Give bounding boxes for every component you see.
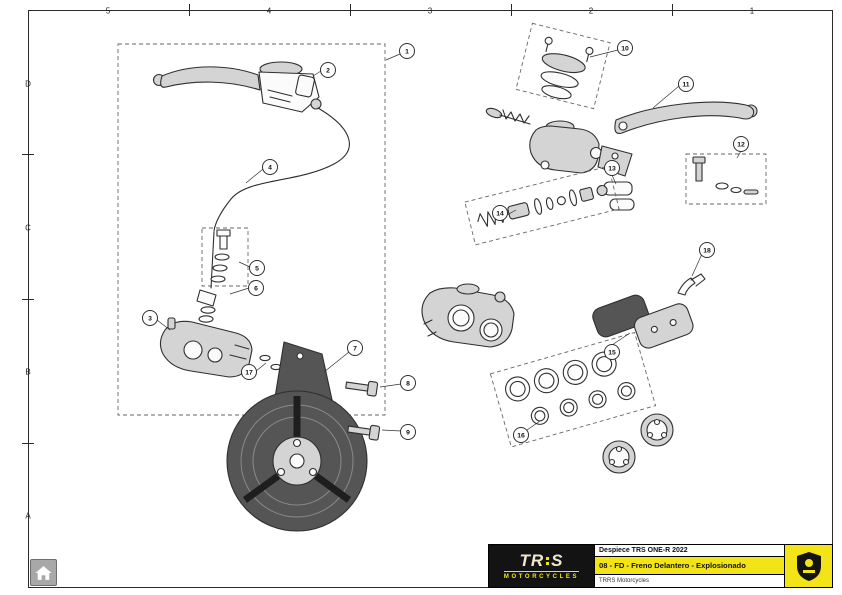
caliper-pistons — [602, 413, 674, 474]
frame-tick — [189, 4, 190, 16]
frame-tick — [22, 443, 34, 444]
svg-text:11: 11 — [682, 82, 689, 89]
doc-footer: TRRS Motorcycles — [599, 577, 650, 584]
logo-subtitle: MOTORCYCLES — [503, 571, 580, 580]
grid-label-col-1: 1 — [749, 6, 755, 16]
callout-balloon-1: 1 — [399, 43, 415, 59]
callout-balloon-18: 18 — [699, 242, 715, 258]
brand-emblem — [784, 545, 832, 587]
grid-label-col-5: 5 — [105, 6, 111, 16]
callout-balloon-13: 13 — [604, 160, 620, 176]
svg-text:5: 5 — [255, 266, 259, 273]
pushrod — [485, 107, 531, 125]
doc-title: Despiece TRS ONE-R 2022 — [595, 545, 784, 558]
home-button[interactable] — [30, 559, 57, 586]
guard-bolt-upper — [345, 380, 379, 397]
callout-balloon-12: 12 — [733, 136, 749, 152]
disc-guard — [226, 341, 368, 532]
grid-label-row-a: A — [25, 511, 31, 521]
lever-bracket-clamp — [597, 145, 635, 211]
svg-text:7: 7 — [353, 346, 357, 353]
callout-balloon-7: 7 — [347, 340, 363, 356]
svg-text:12: 12 — [737, 142, 745, 149]
brake-hose — [196, 107, 350, 323]
callout-balloon-15: 15 — [604, 344, 620, 360]
guard-washers — [259, 354, 282, 371]
mc-piston-kit — [464, 165, 620, 246]
doc-subtitle: 08 - FD - Freno Delantero - Explosionado — [595, 557, 784, 575]
svg-text:17: 17 — [245, 370, 253, 377]
frame-tick — [511, 4, 512, 16]
grid-label-row-c: C — [25, 223, 31, 233]
grid-label-row-d: D — [25, 79, 31, 89]
brake-lever-master-cylinder — [152, 61, 322, 113]
logo-text-end: S — [551, 551, 564, 571]
guard-bolt-lower — [347, 424, 381, 441]
callout-balloon-14: 14 — [492, 205, 508, 221]
logo-text-main: TR — [519, 551, 545, 571]
callout-balloon-8: 8 — [400, 375, 416, 391]
svg-text:10: 10 — [621, 46, 629, 53]
brake-lever-spare — [614, 101, 758, 135]
grid-label-row-b: B — [25, 367, 31, 377]
callout-balloon-11: 11 — [678, 76, 694, 92]
svg-text:1: 1 — [405, 49, 409, 56]
trs-logo: TR S MOTORCYCLES — [489, 545, 595, 587]
frame-tick — [350, 4, 351, 16]
svg-text:4: 4 — [268, 165, 272, 172]
reservoir-cap-kit — [515, 22, 611, 110]
brake-pads — [592, 294, 694, 349]
logo-separator-icon — [546, 556, 550, 566]
grid-label-col-3: 3 — [427, 6, 433, 16]
svg-text:8: 8 — [406, 381, 410, 388]
logo-text: TR S — [519, 552, 563, 569]
callout-balloon-6: 6 — [248, 280, 264, 296]
title-block: TR S MOTORCYCLES Despiece TRS ONE-R 2022… — [488, 544, 833, 588]
brake-caliper-exploded — [421, 283, 515, 348]
callout-balloon-4: 4 — [262, 159, 278, 175]
svg-text:16: 16 — [517, 433, 525, 440]
caliper-seal-kit — [489, 331, 657, 448]
svg-text:14: 14 — [496, 211, 504, 218]
callout-balloon-2: 2 — [320, 62, 336, 78]
shield-icon — [796, 552, 821, 581]
master-cylinder-body — [529, 120, 603, 174]
brake-caliper-assembled — [159, 317, 253, 378]
callout-leaders — [156, 49, 742, 432]
pivot-hardware-kit — [685, 153, 767, 205]
svg-text:9: 9 — [406, 430, 410, 437]
svg-text:3: 3 — [148, 316, 152, 323]
grid-label-col-2: 2 — [588, 6, 594, 16]
frame-tick — [22, 299, 34, 300]
grid-label-col-4: 4 — [266, 6, 272, 16]
svg-text:6: 6 — [254, 286, 258, 293]
banjo-bolt-kit — [210, 229, 231, 283]
svg-text:18: 18 — [703, 248, 711, 255]
pad-pin-clip — [677, 273, 706, 296]
banjo-kit-box — [201, 227, 249, 287]
callout-balloon-16: 16 — [513, 427, 529, 443]
home-icon — [35, 565, 52, 580]
assembled-group-box — [117, 43, 386, 416]
callout-balloon-10: 10 — [617, 40, 633, 56]
svg-text:13: 13 — [608, 166, 616, 173]
callout-balloon-5: 5 — [249, 260, 265, 276]
title-block-rows: Despiece TRS ONE-R 2022 08 - FD - Freno … — [595, 545, 784, 587]
callout-balloon-17: 17 — [241, 364, 257, 380]
frame-tick — [22, 154, 34, 155]
callout-balloon-3: 3 — [142, 310, 158, 326]
svg-text:2: 2 — [326, 68, 330, 75]
svg-text:15: 15 — [608, 350, 616, 357]
frame-tick — [672, 4, 673, 16]
callout-balloon-9: 9 — [400, 424, 416, 440]
